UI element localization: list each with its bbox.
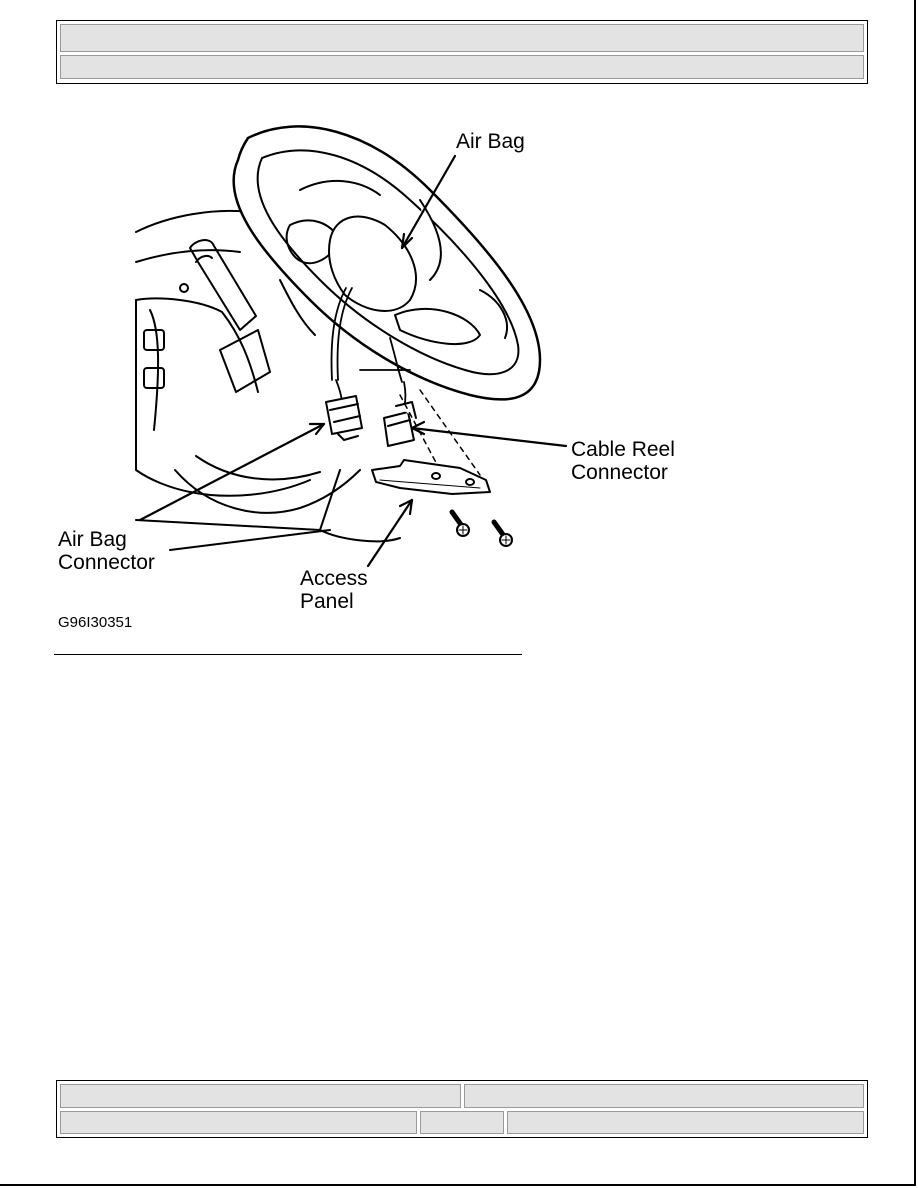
figure-rule [54, 654, 522, 655]
air-bag-connector-part [325, 395, 363, 441]
label-access-panel: Access Panel [300, 567, 368, 613]
screws [449, 509, 513, 547]
footer-cell-2 [464, 1084, 864, 1108]
footer-table [56, 1080, 868, 1138]
steering-wheel [232, 125, 542, 401]
label-air-bag-connector: Air Bag Connector [58, 528, 155, 574]
access-panel-part [371, 459, 491, 495]
dashboard-outline [135, 209, 401, 551]
footer-cell-5 [507, 1111, 864, 1134]
footer-cell-1 [60, 1084, 461, 1108]
leader-arrows [138, 154, 568, 568]
figure-code: G96I30351 [58, 614, 133, 631]
label-air-bag: Air Bag [456, 130, 525, 153]
label-cable-reel-connector: Cable Reel Connector [571, 438, 675, 484]
header-row-1 [60, 24, 864, 52]
header-row-2 [60, 55, 864, 79]
column-stalk [189, 239, 257, 331]
footer-cell-4 [420, 1111, 504, 1134]
footer-cell-3 [60, 1111, 417, 1134]
header-table [56, 20, 868, 84]
cable-reel-connector-part [383, 401, 417, 447]
